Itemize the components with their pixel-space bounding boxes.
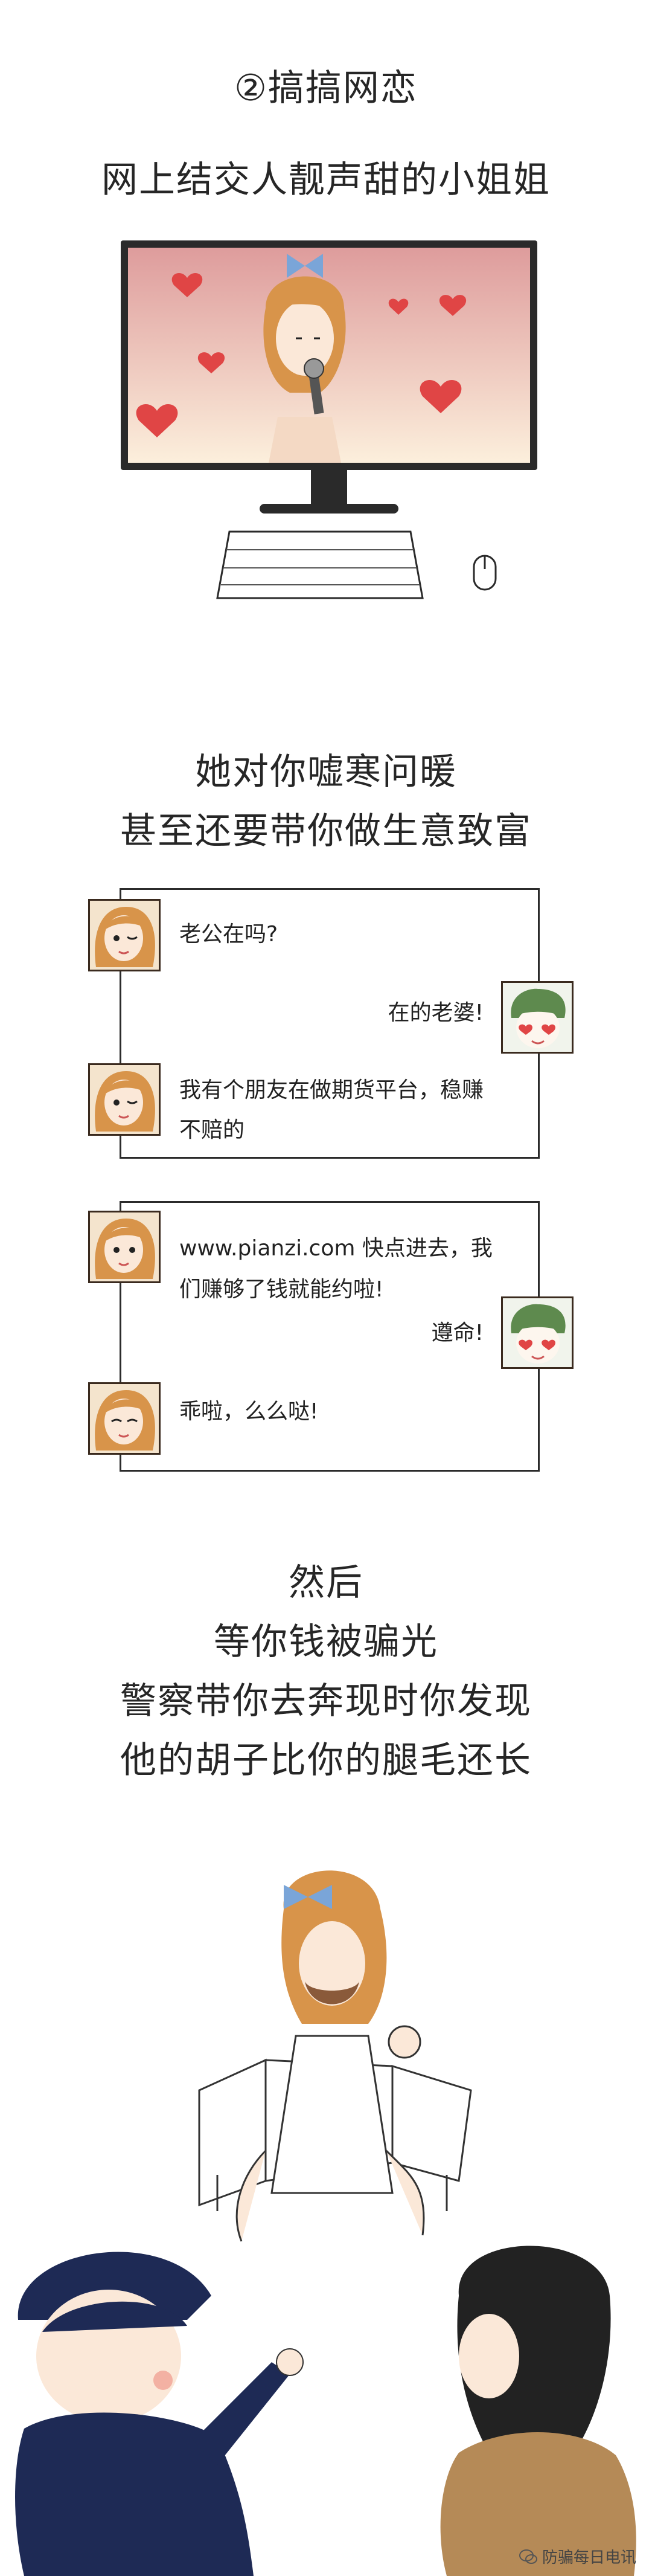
section3-line1: 然后 <box>289 1562 363 1604</box>
girl-face-icon <box>95 907 155 967</box>
girl-avatar <box>88 899 161 971</box>
chat-message: 乖啦，么么哒! <box>179 1399 319 1424</box>
dress <box>270 2035 394 2194</box>
section2-line1: 她对你嘘寒问暖 <box>195 751 457 793</box>
section-subtitle: 网上结交人靓声甜的小姐姐 <box>101 159 551 201</box>
heart-eye-icon <box>542 1024 555 1035</box>
beard <box>305 1982 359 2004</box>
keyboard-icon <box>216 530 424 599</box>
watermark: 防骗每日电讯 <box>519 2545 636 2568</box>
victim-man <box>440 2246 636 2576</box>
girl-face-icon <box>95 1219 155 1279</box>
watermark-text: 防骗每日电讯 <box>542 2549 636 2567</box>
section2-line2: 甚至还要带你做生意致富 <box>120 810 532 852</box>
chat-message: 们赚够了钱就能约啦! <box>179 1277 384 1302</box>
chat-message: 遵命! <box>431 1321 484 1345</box>
section3-line2: 等你钱被骗光 <box>214 1621 438 1663</box>
police-officer <box>15 2252 304 2576</box>
section-title: ②搞搞网恋 <box>234 67 418 109</box>
bow-icon <box>284 1885 332 1909</box>
bow-icon <box>287 254 323 278</box>
sweater <box>440 2432 636 2576</box>
chat-message: 我有个朋友在做期货平台，稳赚 <box>179 1078 484 1103</box>
girl-face-icon <box>95 1390 155 1451</box>
boy-avatar <box>501 981 574 1054</box>
girl-avatar <box>88 1063 161 1136</box>
chat-message: www.pianzi.com 快点进去，我 <box>179 1236 493 1261</box>
boy-avatar <box>501 1296 574 1369</box>
section3-line3: 警察带你去奔现时你发现 <box>120 1680 532 1722</box>
girl-face-icon <box>95 1071 155 1132</box>
chat-panel-1: 老公在吗? 在的老婆! 我有个朋友在做期货平台，稳赚 不赔的 <box>120 888 540 1159</box>
chat-message: 老公在吗? <box>179 922 278 947</box>
wechat-icon <box>519 2549 537 2564</box>
heart-eye-icon <box>519 1339 532 1350</box>
boy-face-icon <box>511 988 566 1048</box>
chat-message: 不赔的 <box>179 1118 245 1142</box>
girl-avatar <box>88 1382 161 1455</box>
heart-eye-icon <box>542 1339 555 1350</box>
boy-face-icon <box>511 1304 566 1364</box>
bearded-man <box>235 1870 425 2242</box>
heart-icon <box>136 272 467 437</box>
reveal-scene-illustration <box>15 1870 636 2576</box>
chat-message: 在的老婆! <box>388 1000 484 1025</box>
computer-illustration <box>121 240 537 599</box>
pointing-hand <box>276 2348 304 2376</box>
heart-eye-icon <box>519 1024 532 1035</box>
section3-line4: 他的胡子比你的腿毛还长 <box>120 1739 532 1782</box>
chat-panel-2: www.pianzi.com 快点进去，我 们赚够了钱就能约啦! 遵命! 乖啦，… <box>120 1201 540 1472</box>
girl-avatar <box>88 1211 161 1283</box>
uniform <box>15 2412 254 2576</box>
girl-singer <box>263 254 346 463</box>
